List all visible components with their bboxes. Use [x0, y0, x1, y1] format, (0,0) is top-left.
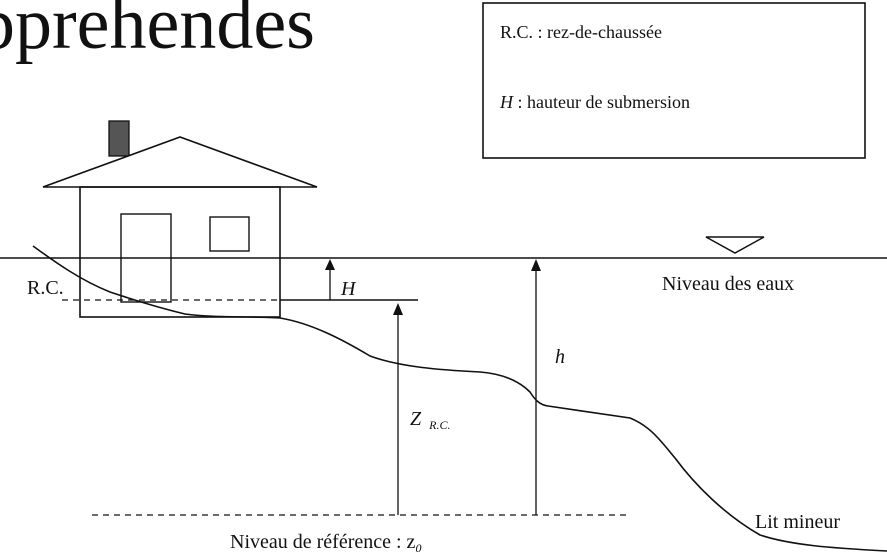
- label-water-level: Niveau des eaux: [662, 273, 794, 295]
- house-roof: [42, 136, 318, 188]
- arrow-h: [531, 259, 541, 515]
- chimney-icon: [108, 120, 130, 157]
- legend-box: R.C. : rez-de-chaussée H : hauteur de su…: [482, 2, 866, 159]
- label-reference-level: Niveau de référence : z0: [230, 531, 421, 553]
- label-reference-main: Niveau de référence : z: [230, 531, 416, 553]
- label-reference-sub: 0: [415, 541, 421, 553]
- label-rc: R.C.: [27, 277, 64, 299]
- label-z-sub: R.C.: [428, 418, 450, 432]
- legend-h-line: H : hauteur de submersion: [499, 92, 690, 112]
- house-window: [209, 216, 250, 252]
- arrow-z-rc: [393, 303, 403, 515]
- terrain-profile: [32, 245, 887, 552]
- arrow-H: [325, 259, 335, 300]
- label-H: H: [340, 278, 357, 300]
- legend-h-text: : hauteur de submersion: [513, 92, 690, 112]
- label-z-main: Z: [410, 408, 422, 430]
- inverted-triangle-icon: [705, 236, 765, 254]
- title-fragment: pprehendes: [0, 0, 315, 65]
- house-wall: [79, 186, 281, 318]
- legend-rc-line: R.C. : rez-de-chaussée: [500, 22, 662, 42]
- label-river-bed: Lit mineur: [755, 511, 840, 533]
- legend-h-symbol: H: [499, 92, 514, 112]
- label-z-rc: Z R.C.: [410, 408, 450, 432]
- label-h-small: h: [555, 346, 565, 368]
- house: [42, 120, 318, 318]
